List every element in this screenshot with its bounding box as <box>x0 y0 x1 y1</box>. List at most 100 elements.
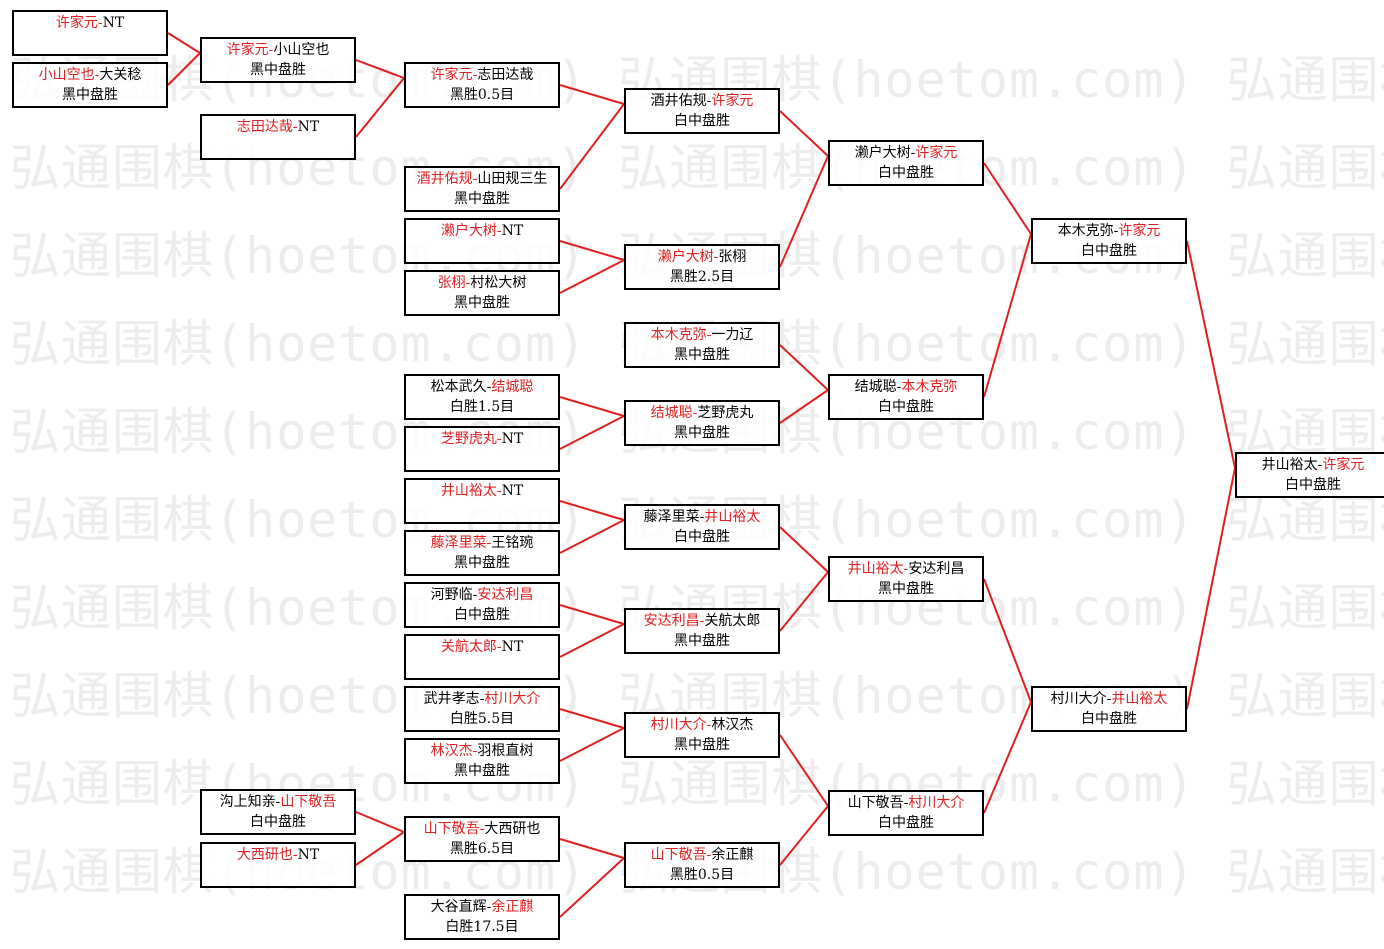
player-name: NT <box>297 847 320 863</box>
match-box: 结城聪-芝野虎丸黑中盘胜 <box>624 400 780 446</box>
player-name: 井山裕太 <box>704 509 761 525</box>
bracket-connector-line <box>779 571 829 632</box>
bracket-connector-line <box>779 344 829 391</box>
player-name: NT <box>297 119 320 135</box>
player-name: 酒井佑规 <box>650 93 707 109</box>
match-box: 大西研也-NT <box>200 842 356 888</box>
bracket-connector-line <box>983 233 1032 398</box>
separator: - <box>486 535 492 551</box>
separator: - <box>1113 223 1119 239</box>
separator: - <box>496 639 502 655</box>
separator: - <box>292 119 298 135</box>
match-players: 松本武久-结城聪 <box>406 377 558 397</box>
player-name: 井山裕太 <box>1261 457 1318 473</box>
match-box: 井山裕太-NT <box>404 478 560 524</box>
separator: - <box>496 483 502 499</box>
player-name: 结城聪 <box>491 379 534 395</box>
separator: - <box>97 15 103 31</box>
player-name: NT <box>501 223 524 239</box>
separator: - <box>699 613 705 629</box>
player-name: 村川大介 <box>650 717 707 733</box>
player-name: 林汉杰 <box>430 743 473 759</box>
bracket-connector-line <box>355 831 405 866</box>
match-box: 河野临-安达利昌白中盘胜 <box>404 582 560 628</box>
match-result: 黑中盘胜 <box>674 737 730 753</box>
match-result: 黑中盘胜 <box>454 295 510 311</box>
player-name: 大谷直辉 <box>430 899 487 915</box>
player-name: 安达利昌 <box>643 613 700 629</box>
player-name: 大西研也 <box>236 847 293 863</box>
match-players: 山下敬吾-村川大介 <box>830 793 982 813</box>
player-name: 酒井佑规 <box>416 171 473 187</box>
player-name: NT <box>501 431 524 447</box>
player-name: 藤泽里菜 <box>643 509 700 525</box>
bracket-connector-line <box>559 727 625 762</box>
match-players: 许家元-NT <box>14 13 166 33</box>
player-name: 林汉杰 <box>711 717 754 733</box>
match-box: 张栩-村松大树黑中盘胜 <box>404 270 560 316</box>
match-result: 黑中盘胜 <box>674 347 730 363</box>
match-box: 山下敬吾-大西研也黑胜6.5目 <box>404 816 560 862</box>
match-result: 白中盘胜 <box>1285 477 1341 493</box>
match-players: 井山裕太-许家元 <box>1237 455 1384 475</box>
match-box: 许家元-志田达哉黑胜0.5目 <box>404 62 560 108</box>
bracket-connector-line <box>559 857 625 918</box>
match-players: 村川大介-林汉杰 <box>626 715 778 735</box>
bracket-connector-line <box>559 500 625 521</box>
bracket-connector-line <box>559 259 625 294</box>
match-box: 濑户大树-NT <box>404 218 560 264</box>
match-players: 村川大介-井山裕太 <box>1033 689 1185 709</box>
separator: - <box>275 794 281 810</box>
player-name: 余正麒 <box>711 847 754 863</box>
player-name: 山下敬吾 <box>423 821 480 837</box>
bracket-connector-line <box>983 578 1032 703</box>
separator: - <box>268 42 274 58</box>
match-players: 濑户大树-张栩 <box>626 247 778 267</box>
player-name: 王铭琬 <box>491 535 534 551</box>
bracket-connector-line <box>779 389 829 424</box>
separator: - <box>1106 691 1112 707</box>
player-name: 关航太郎 <box>704 613 761 629</box>
separator: - <box>472 587 478 603</box>
player-name: 大关稔 <box>99 67 142 83</box>
player-name: 结城聪 <box>650 405 693 421</box>
separator: - <box>903 795 909 811</box>
separator: - <box>896 379 902 395</box>
match-result: 黑中盘胜 <box>878 581 934 597</box>
bracket-connector-line <box>559 240 625 261</box>
match-players: 酒井佑规-许家元 <box>626 91 778 111</box>
match-box: 沟上知亲-山下敬吾白中盘胜 <box>200 789 356 835</box>
player-name: 结城聪 <box>854 379 897 395</box>
separator: - <box>706 717 712 733</box>
match-result: 白中盘胜 <box>454 607 510 623</box>
match-box: 松本武久-结城聪白胜1.5目 <box>404 374 560 420</box>
match-players: 藤泽里菜-王铭琬 <box>406 533 558 553</box>
separator: - <box>713 249 719 265</box>
player-name: 许家元 <box>711 93 754 109</box>
player-name: 许家元 <box>915 145 958 161</box>
match-box: 武井孝志-村川大介白胜5.5目 <box>404 686 560 732</box>
match-players: 张栩-村松大树 <box>406 273 558 293</box>
match-box: 安达利昌-关航太郎黑中盘胜 <box>624 608 780 654</box>
separator: - <box>479 821 485 837</box>
bracket-connector-line <box>779 734 829 807</box>
match-box: 酒井佑规-山田规三生黑中盘胜 <box>404 166 560 212</box>
bracket-connector-line <box>559 415 625 450</box>
separator: - <box>94 67 100 83</box>
match-result: 白中盘胜 <box>674 113 730 129</box>
separator: - <box>292 847 298 863</box>
bracket-connector-line <box>983 162 1032 235</box>
match-result: 白中盘胜 <box>674 529 730 545</box>
match-box: 藤泽里菜-王铭琬黑中盘胜 <box>404 530 560 576</box>
match-result: 黑中盘胜 <box>674 633 730 649</box>
player-name: 村川大介 <box>1050 691 1107 707</box>
separator: - <box>699 509 705 525</box>
match-result: 黑胜6.5目 <box>449 841 515 857</box>
match-players: 许家元-小山空也 <box>202 40 354 60</box>
player-name: 山下敬吾 <box>280 794 337 810</box>
separator: - <box>903 561 909 577</box>
player-name: 关航太郎 <box>440 639 497 655</box>
match-players: 河野临-安达利昌 <box>406 585 558 605</box>
match-players: 山下敬吾-大西研也 <box>406 819 558 839</box>
player-name: 井山裕太 <box>440 483 497 499</box>
